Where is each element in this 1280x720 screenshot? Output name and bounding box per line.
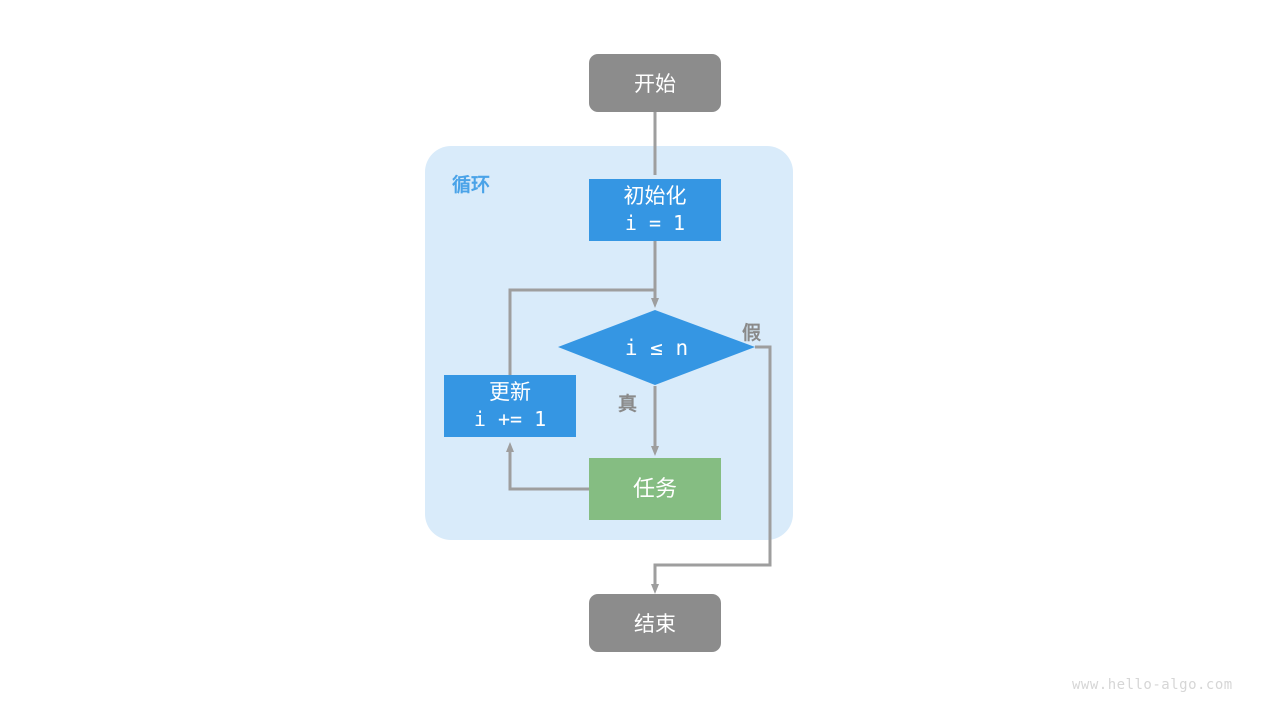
node-condition[interactable]	[558, 310, 755, 385]
watermark: www.hello-algo.com	[1072, 677, 1233, 693]
node-init[interactable]	[589, 179, 721, 241]
edge-update-to-condition	[508, 288, 657, 375]
edge-label-false: 假	[742, 323, 762, 344]
node-start[interactable]	[589, 54, 721, 112]
node-task[interactable]	[589, 458, 721, 520]
node-end[interactable]	[589, 594, 721, 652]
node-update[interactable]	[444, 375, 576, 437]
edge-condition-to-end	[651, 345, 772, 594]
edge-task-to-update	[506, 442, 589, 491]
loop-group-label: 循环	[452, 175, 491, 196]
edge-label-true: 真	[618, 394, 638, 415]
